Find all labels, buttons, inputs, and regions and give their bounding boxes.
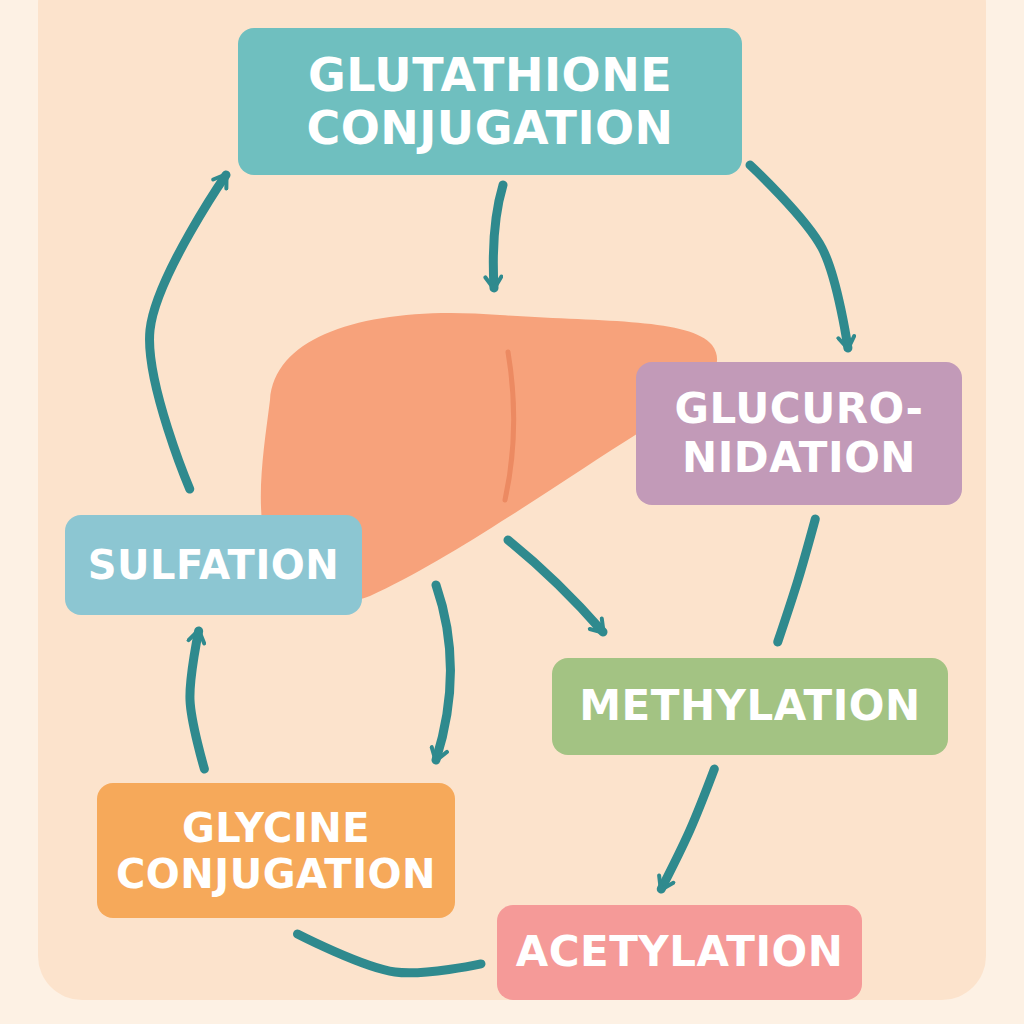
process-box: GLUTATHIONE CONJUGATION bbox=[238, 28, 742, 175]
panel bbox=[38, 0, 986, 1000]
process-box: SULFATION bbox=[65, 515, 362, 615]
flow-arrow bbox=[493, 185, 503, 288]
process-box: METHYLATION bbox=[552, 658, 948, 755]
flow-connector bbox=[778, 519, 816, 642]
flow-arrow bbox=[436, 585, 450, 760]
process-box: GLUCURO- NIDATION bbox=[636, 362, 962, 505]
node-label: GLUTATHIONE CONJUGATION bbox=[256, 49, 724, 155]
node-label: ACETYLATION bbox=[516, 928, 844, 976]
node-label: METHYLATION bbox=[579, 682, 920, 730]
flow-arrow bbox=[508, 540, 603, 632]
node-label: GLYCINE CONJUGATION bbox=[115, 805, 437, 897]
liver-fold bbox=[505, 352, 514, 500]
flow-connector bbox=[190, 631, 204, 769]
flow-connector bbox=[750, 165, 848, 348]
flow-connector bbox=[297, 934, 481, 973]
process-box: GLYCINE CONJUGATION bbox=[97, 783, 455, 918]
flow-connector bbox=[150, 175, 226, 489]
node-label: SULFATION bbox=[88, 542, 340, 588]
flow-connector bbox=[661, 769, 714, 889]
node-label: GLUCURO- NIDATION bbox=[654, 385, 944, 482]
process-box: ACETYLATION bbox=[497, 905, 862, 1000]
